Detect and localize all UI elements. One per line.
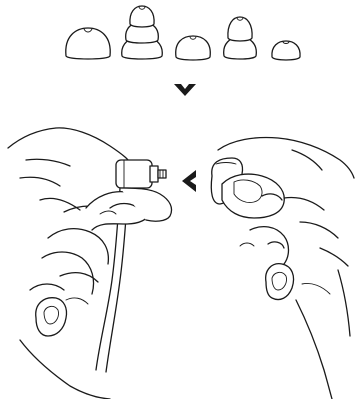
earphone [116, 160, 166, 188]
ear-tip-triple-flange-large [122, 6, 163, 59]
ear-tip-single-flange-medium [176, 36, 211, 60]
ear-tip-single-flange-small [272, 41, 300, 60]
chevron-left-icon [182, 170, 196, 192]
ear-tip-row [66, 6, 300, 60]
left-hand-with-earphone [8, 128, 172, 399]
right-hand-with-ear-tip [211, 138, 354, 399]
chevron-down-icon [174, 84, 196, 96]
ear-tip-single-flange-large [66, 28, 110, 59]
ear-tip-double-flange-medium [224, 17, 257, 59]
